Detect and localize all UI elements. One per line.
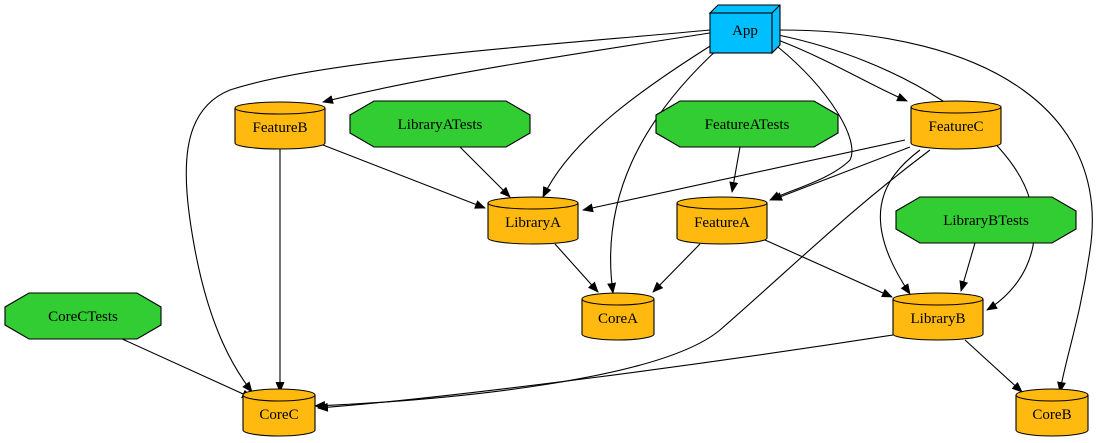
node-label: CoreCTests [48,309,118,325]
octagon-icon [895,196,1077,244]
node-corec[interactable]: CoreC [242,388,316,437]
edge-app-coreb [777,29,1093,393]
octagon-icon [349,100,531,148]
node-label: FeatureB [253,120,308,136]
node-featureatests[interactable]: FeatureATests [655,100,839,148]
edge-libraryb-corec [317,334,894,412]
node-libraryatests[interactable]: LibraryATests [349,100,531,148]
edge-featurec-corec [314,149,931,411]
node-label: FeatureA [694,215,750,231]
edge-featurec-libraryb [879,149,921,295]
node-corectests[interactable]: CoreCTests [4,292,162,340]
node-label: FeatureATests [705,117,790,133]
edge-app-corea [607,46,721,294]
node-corea[interactable]: CoreA [581,292,655,341]
edge-featurec-featurea [771,146,911,201]
node-label: LibraryATests [398,117,483,133]
edge-libraryatests-librarya [459,146,511,198]
edge-featureatests-featurea [729,146,741,193]
node-featureb[interactable]: FeatureB [234,101,326,150]
node-libraryb[interactable]: LibraryB [892,292,984,341]
node-librarya[interactable]: LibraryA [487,196,579,245]
edge-librarybtests-libraryb [959,242,976,292]
edge-librarya-corea [554,243,599,293]
edge-featurea-libraryb [764,239,893,298]
edge-app-featurea [769,46,853,201]
node-label: CoreA [598,311,638,327]
edge-featureb-librarya [322,144,486,209]
edge-app-featurec [777,39,908,102]
node-featurea[interactable]: FeatureA [676,196,768,245]
edge-libraryb-coreb [964,339,1023,393]
nodes: App FeatureB LibraryATests FeatureATests… [4,4,1089,437]
octagon-icon [4,292,162,340]
octagon-icon [655,100,839,148]
node-label: LibraryA [505,215,561,231]
edges [119,29,1093,412]
edge-app-librarya [542,42,716,198]
node-coreb[interactable]: CoreB [1015,388,1089,437]
edge-app-corec [185,29,711,393]
cylinder-icon [910,100,1002,150]
node-label: LibraryBTests [943,213,1029,229]
edge-app-featureb [322,32,711,104]
edge-corectests-corec [119,337,253,399]
node-librarybtests[interactable]: LibraryBTests [895,196,1077,244]
edge-app-libraryb [777,34,1035,311]
edge-featurea-corea [652,243,701,293]
edge-featurec-librarya [582,139,906,213]
node-label: CoreC [259,407,298,423]
node-label: LibraryB [911,311,966,327]
node-label: FeatureC [929,119,984,135]
node-app[interactable]: App [708,4,781,55]
node-featurec[interactable]: FeatureC [910,100,1002,150]
node-label: App [732,23,758,39]
node-label: CoreB [1032,407,1071,423]
